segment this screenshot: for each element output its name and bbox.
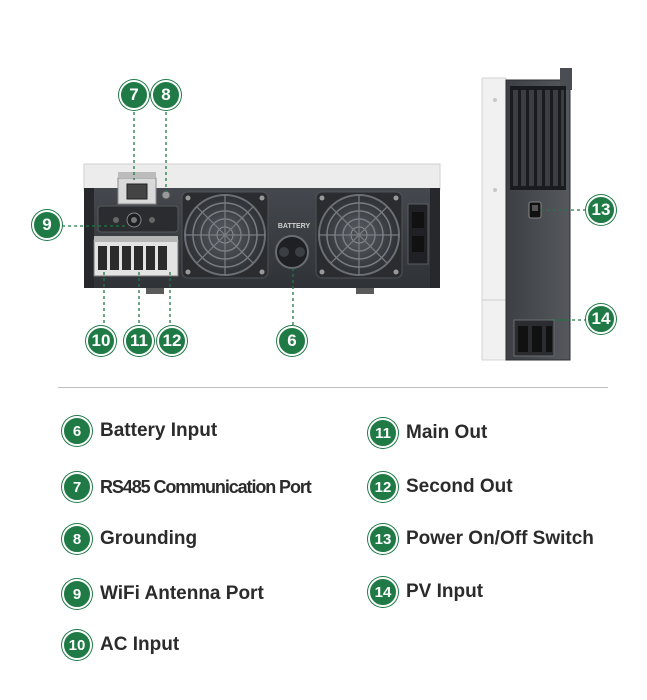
legend-label: Battery Input	[100, 420, 218, 441]
battery-label: BATTERY	[278, 223, 311, 230]
callout-12: 12	[157, 326, 187, 356]
legend-label: Grounding	[100, 528, 198, 549]
section-divider	[58, 387, 608, 388]
callout-6: 6	[277, 326, 307, 356]
inverter-front-edge	[481, 77, 507, 361]
legend-label: RS485 Communication Port	[100, 476, 312, 497]
legend-item-14: 14 PV Input	[368, 575, 483, 609]
legend-item-10: 10 AC Input	[62, 628, 179, 662]
legend-badge: 9	[62, 579, 92, 609]
side-vent	[510, 86, 566, 190]
legend-label: Main Out	[406, 422, 488, 443]
legend-label: Second Out	[406, 476, 513, 497]
callout-13: 13	[586, 195, 616, 225]
legend-item-8: 8 Grounding	[62, 522, 197, 556]
legend-badge: 14	[368, 577, 398, 607]
legend-badge: 10	[62, 630, 92, 660]
legend-badge: 13	[368, 524, 398, 554]
battery-port: BATTERY	[275, 223, 311, 269]
legend-label: WiFi Antenna Port	[100, 583, 264, 604]
cooling-fan-right	[315, 191, 403, 279]
callout-8: 8	[151, 80, 181, 110]
legend-item-11: 11 Main Out	[368, 416, 487, 450]
legend-item-6: 6 Battery Input	[62, 414, 217, 448]
legend-item-9: 9 WiFi Antenna Port	[62, 577, 264, 611]
legend-item-7: 7 RS485 Communication Port	[62, 470, 312, 504]
callout-7: 7	[119, 80, 149, 110]
callout-10: 10	[86, 326, 116, 356]
callout-14: 14	[586, 304, 616, 334]
callout-11: 11	[124, 326, 154, 356]
grounding-screw	[161, 190, 171, 200]
legend-item-13: 13 Power On/Off Switch	[368, 522, 594, 556]
legend-label: AC Input	[100, 634, 180, 655]
inverter-rear-view: BATTERY	[83, 163, 441, 294]
legend-badge: 7	[62, 472, 92, 502]
legend-label: PV Input	[406, 581, 484, 602]
legend-item-12: 12 Second Out	[368, 470, 513, 504]
legend-badge: 11	[368, 418, 398, 448]
legend-label: Power On/Off Switch	[406, 528, 594, 549]
legend-badge: 12	[368, 472, 398, 502]
legend-badge: 8	[62, 524, 92, 554]
cooling-fan-left	[181, 191, 269, 279]
inverter-side-view	[481, 68, 572, 361]
legend-badge: 6	[62, 416, 92, 446]
leader-lines	[62, 112, 586, 326]
callout-9: 9	[32, 210, 62, 240]
